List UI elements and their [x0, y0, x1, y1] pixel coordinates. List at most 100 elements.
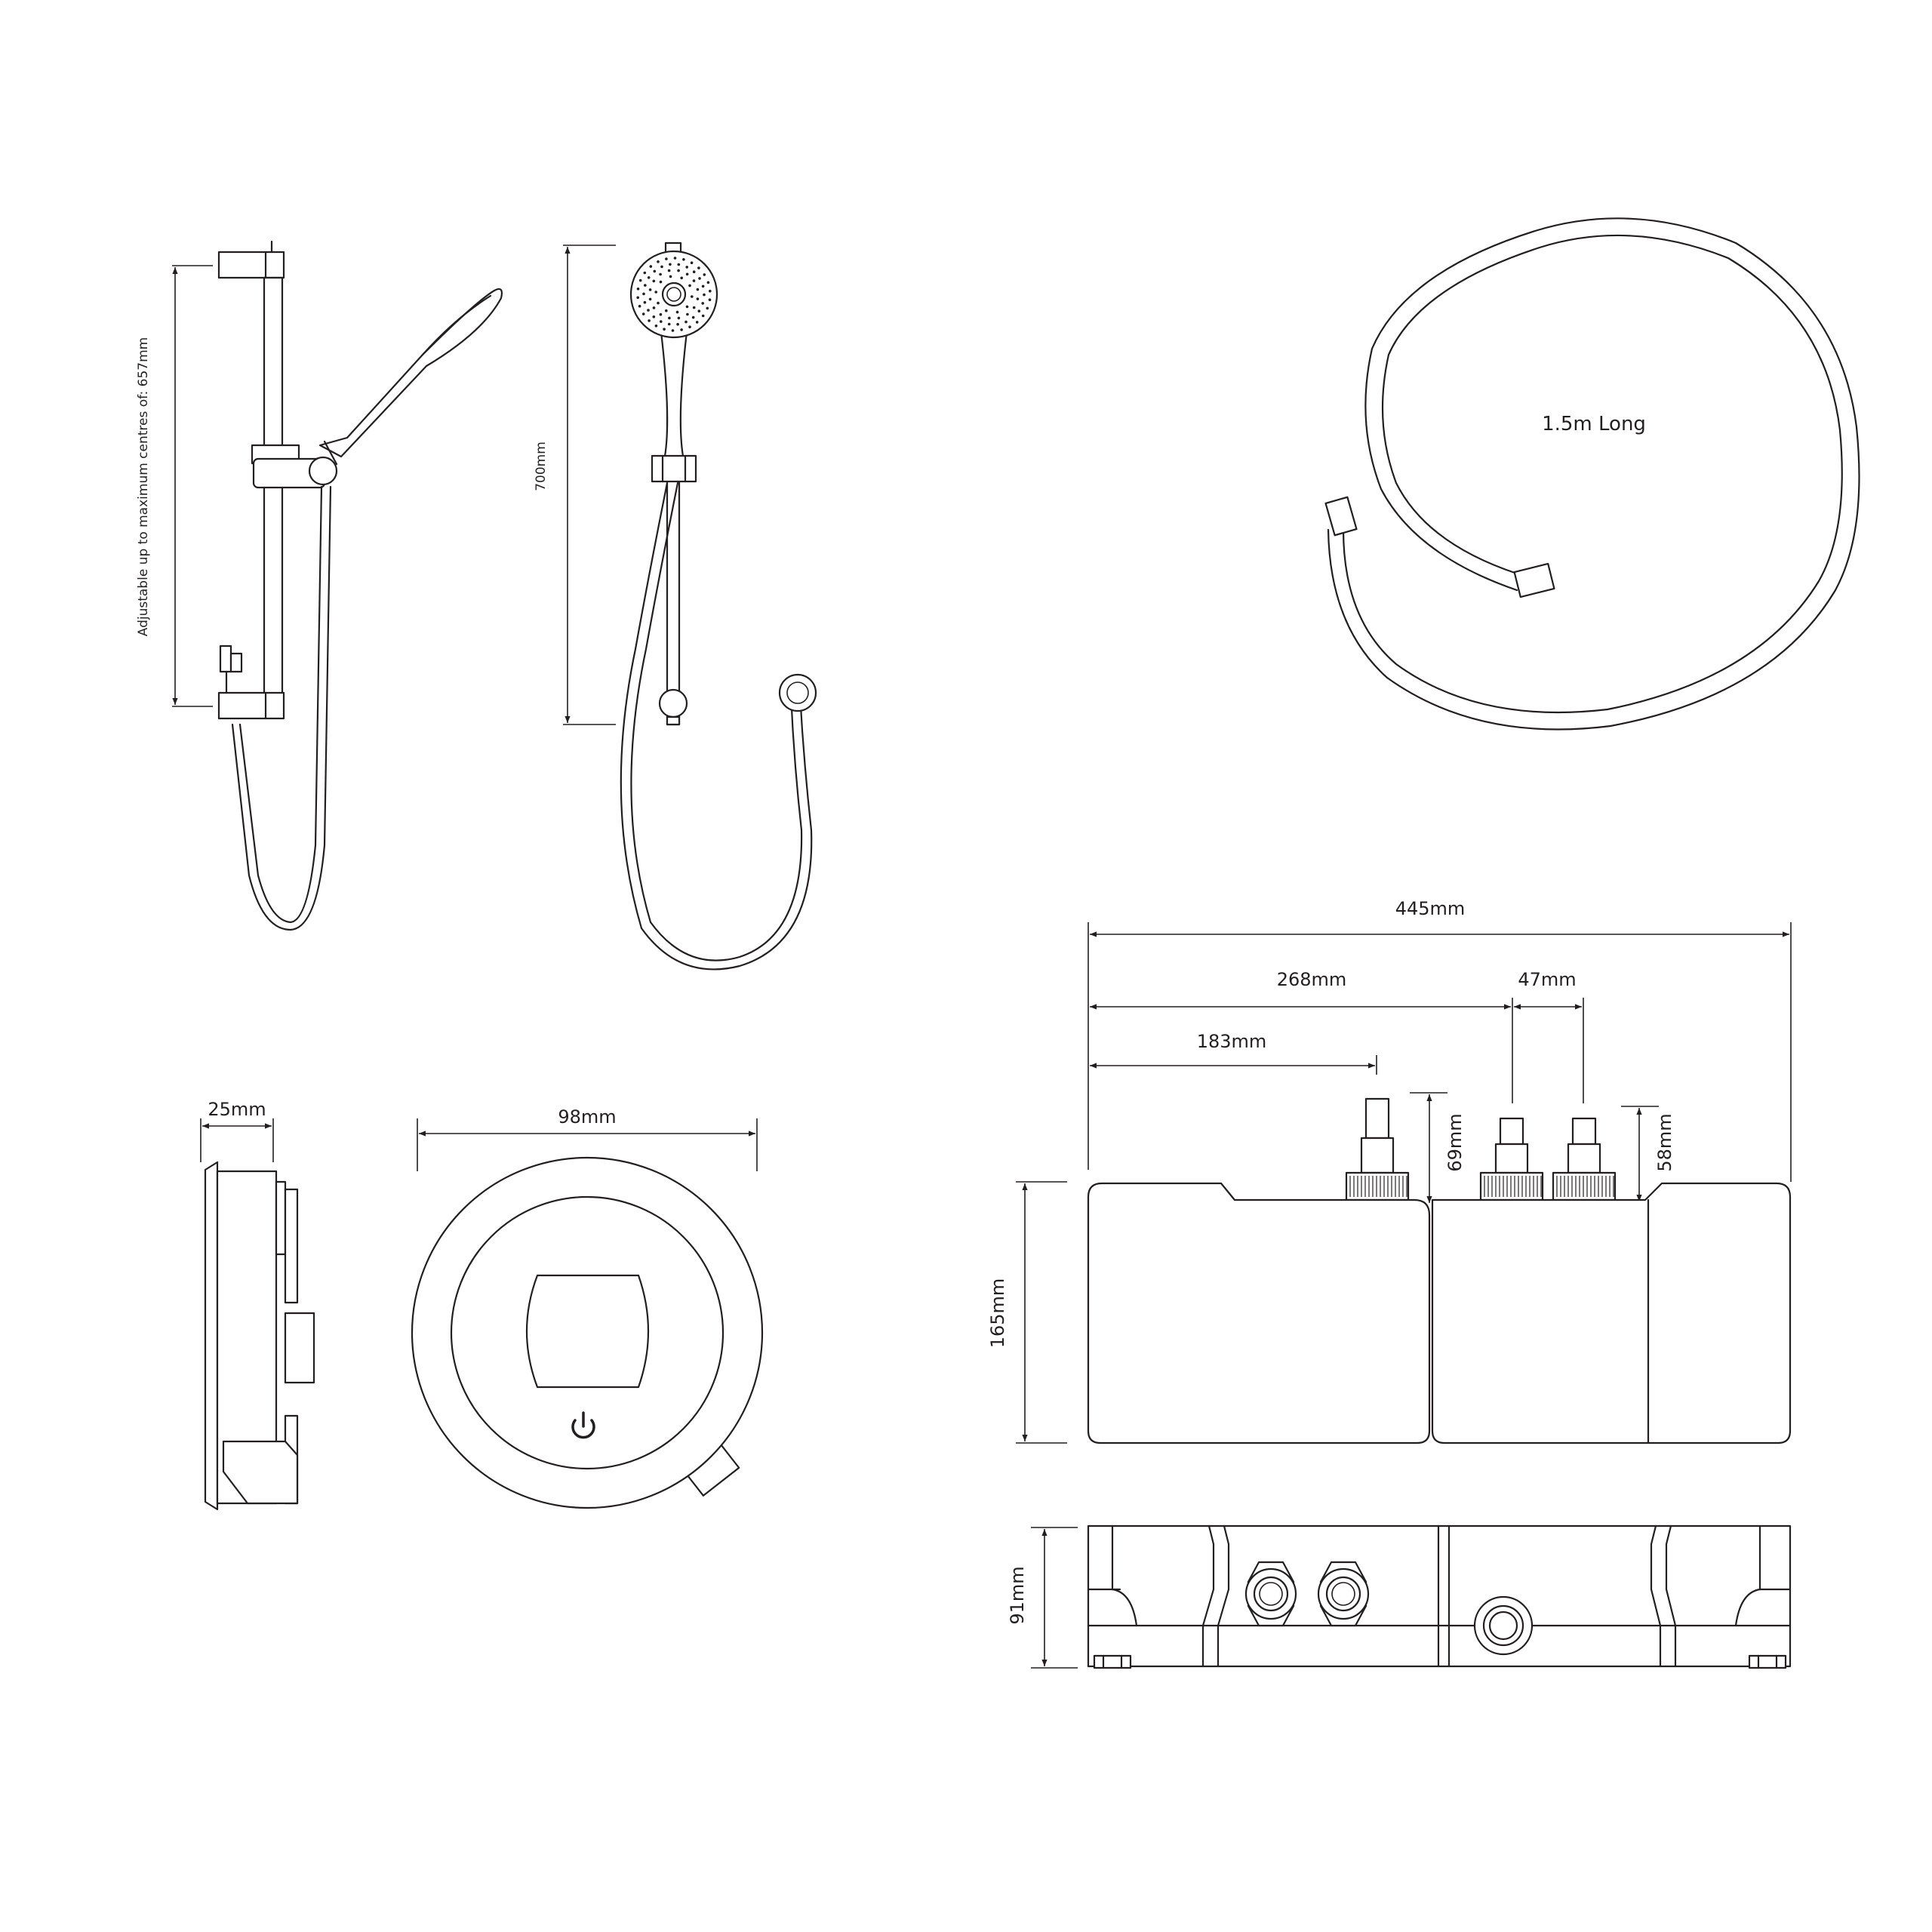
outlet-offset-1-dimension: 183mm [1090, 1031, 1377, 1075]
hose-drawing: 1.5m Long [1324, 217, 1860, 731]
spray-nozzle [677, 269, 680, 272]
outlet-left [1345, 1097, 1410, 1201]
rail-adjustable-label: Adjustable up to maximum centres of: 657… [136, 337, 151, 637]
spray-nozzle [692, 279, 696, 282]
spray-nozzle [695, 321, 699, 324]
spray-nozzle [643, 300, 647, 304]
hose-length-label: 1.5m Long [1542, 413, 1646, 435]
outlet-height-2-dimension: 58mm [1621, 1106, 1675, 1201]
spray-nozzle [680, 276, 683, 280]
foot-right [1748, 1654, 1787, 1669]
riser-rail-side-view: Adjustable up to maximum centres of: 657… [136, 240, 503, 931]
spray-nozzle [691, 295, 694, 298]
kit-height-dimension: 700mm [534, 245, 616, 725]
riser-rail-front-view: 700mm [534, 242, 817, 971]
spray-nozzle [659, 272, 662, 276]
spray-nozzle [669, 263, 672, 266]
spray-nozzle [676, 322, 679, 326]
spray-nozzle [685, 272, 689, 276]
spray-nozzle [691, 315, 695, 319]
control-depth-label: 25mm [208, 1099, 266, 1120]
spray-nozzle [665, 309, 668, 312]
spray-nozzle [660, 265, 663, 269]
spray-nozzle [657, 301, 660, 305]
outlet-gap-label: 47mm [1518, 969, 1576, 990]
spray-nozzle [657, 260, 660, 263]
spray-nozzle [649, 265, 653, 268]
outlet-offset-1-label: 183mm [1197, 1031, 1267, 1052]
unit-height-label: 165mm [987, 1278, 1008, 1349]
spray-nozzle [660, 320, 663, 323]
spray-nozzle [701, 302, 704, 305]
spray-nozzle [703, 293, 706, 297]
spray-nozzle [690, 261, 694, 265]
spray-nozzle [703, 273, 706, 276]
spray-nozzle [654, 325, 658, 328]
spray-nozzles [636, 257, 712, 332]
spray-nozzle [709, 289, 712, 293]
foot-left [1093, 1654, 1132, 1669]
spray-nozzle [659, 312, 663, 316]
spray-nozzle [636, 296, 639, 300]
spray-nozzle [669, 275, 672, 278]
outlet-height-1-dimension: 69mm [1410, 1092, 1466, 1203]
outlet-knurling [1349, 1176, 1614, 1197]
unit-height-dimension: 165mm [987, 1181, 1067, 1444]
spray-nozzle [663, 328, 666, 331]
spray-nozzle [688, 325, 691, 329]
spray-nozzle [685, 266, 688, 269]
spray-nozzle [647, 309, 650, 312]
spray-nozzle [692, 306, 696, 309]
spray-nozzle [696, 288, 700, 291]
spray-nozzle [673, 257, 677, 260]
spray-nozzle [701, 285, 705, 288]
spray-nozzle [671, 329, 675, 332]
outlet-height-1-label: 69mm [1444, 1113, 1466, 1171]
spray-nozzle [708, 298, 712, 302]
spray-nozzle [665, 257, 668, 260]
spray-nozzle [652, 306, 656, 309]
control-depth-dimension: 25mm [200, 1099, 274, 1162]
power-icon[interactable] [571, 1411, 595, 1439]
spray-nozzle [653, 269, 657, 273]
spray-nozzle [677, 263, 681, 266]
spray-nozzle [667, 269, 671, 272]
spray-nozzle [692, 270, 696, 274]
control-front-view: 98mm [411, 1106, 764, 1509]
spray-nozzle [680, 328, 683, 331]
spray-nozzle [642, 292, 645, 296]
spray-nozzle [647, 276, 651, 279]
inlet-port-1 [1244, 1561, 1297, 1627]
kit-height-label: 700mm [534, 441, 549, 491]
unit-top-view: 91mm [1007, 1524, 1792, 1669]
spray-nozzle [701, 314, 705, 318]
outlet-height-2-label: 58mm [1654, 1113, 1675, 1171]
spray-nozzle [636, 288, 640, 291]
spray-nozzle [643, 271, 647, 275]
outlet-offset-2-dimension: 268mm [1090, 969, 1513, 1103]
outlet-port [1473, 1595, 1534, 1656]
spray-nozzle [638, 304, 641, 308]
spray-nozzle [696, 297, 700, 300]
unit-width-dimension: 445mm [1088, 898, 1792, 1182]
inlet-port-2 [1317, 1561, 1370, 1627]
spray-nozzle [668, 316, 671, 320]
outlet-gap-dimension: 47mm [1514, 969, 1584, 1103]
outlet-middle [1479, 1117, 1544, 1201]
spray-nozzle [644, 284, 647, 287]
control-diameter-label: 98mm [558, 1106, 616, 1128]
unit-width-label: 445mm [1395, 898, 1466, 919]
spray-nozzle [667, 322, 671, 326]
spray-nozzle [697, 266, 700, 269]
spray-nozzle [682, 258, 685, 261]
spray-nozzle [685, 320, 688, 324]
spray-nozzle [688, 284, 691, 288]
control-side-view: 25mm [200, 1099, 315, 1511]
spray-nozzle [675, 310, 679, 314]
unit-front-view: 445mm 268mm 47mm 183mm 69mm [987, 898, 1792, 1444]
spray-nozzle [677, 316, 681, 320]
unit-depth-label: 91mm [1007, 1566, 1028, 1624]
control-diameter-dimension: 98mm [417, 1106, 758, 1171]
